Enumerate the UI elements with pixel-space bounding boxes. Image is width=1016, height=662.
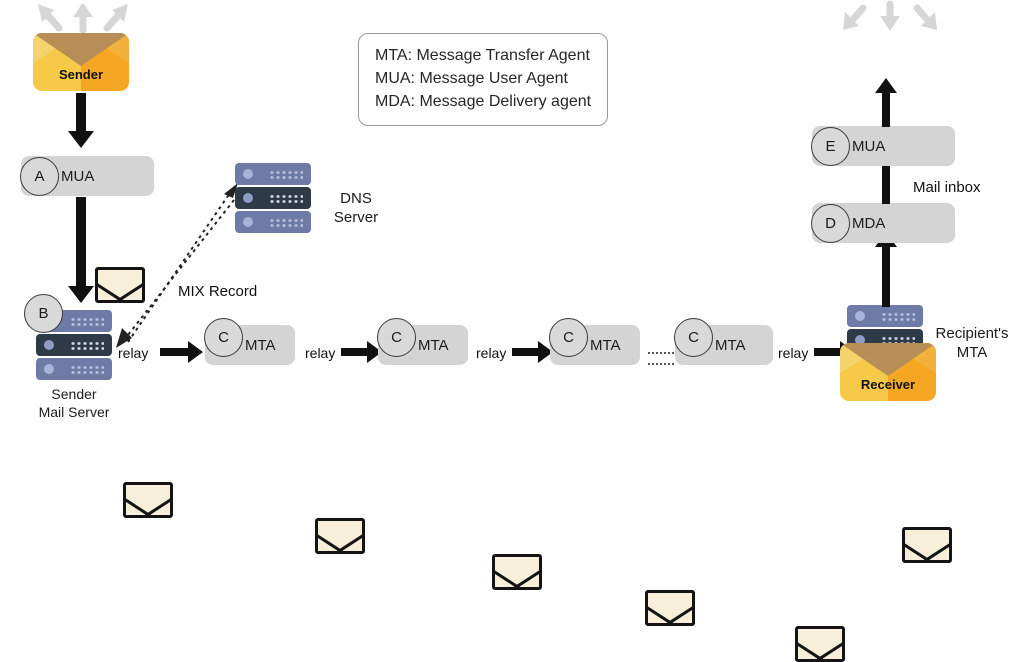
badge-c-2-text: C bbox=[391, 329, 402, 346]
relay-label-2: relay bbox=[305, 345, 336, 361]
badge-c-1-text: C bbox=[218, 329, 229, 346]
mta-chain-ellipsis-top bbox=[648, 352, 674, 354]
server-recipient-mta-caption: Recipient's MTA bbox=[926, 325, 1016, 363]
mail-icon-1 bbox=[95, 267, 145, 303]
server-row bbox=[847, 305, 923, 327]
mail-icon-4 bbox=[492, 554, 542, 590]
badge-c-4: C bbox=[674, 318, 713, 357]
server-row bbox=[235, 187, 311, 209]
server-dns[interactable] bbox=[235, 163, 311, 235]
caption-line-2: MTA bbox=[956, 343, 988, 361]
caption-line-2: Mail Server bbox=[38, 403, 110, 420]
badge-a: A bbox=[20, 157, 59, 196]
mail-icon-6 bbox=[795, 626, 845, 662]
envelope-flap bbox=[840, 343, 936, 376]
dns-query-arrows bbox=[112, 178, 242, 348]
badge-c-3: C bbox=[549, 318, 588, 357]
badge-a-text: A bbox=[34, 168, 45, 185]
caption-line-2: Server bbox=[333, 208, 379, 226]
label-mail-inbox: Mail inbox bbox=[913, 179, 981, 196]
caption-line-1: DNS bbox=[340, 190, 372, 207]
sender-envelope: Sender bbox=[33, 33, 129, 91]
legend-line-mua: MUA: Message User Agent bbox=[375, 70, 568, 88]
badge-b: B bbox=[24, 294, 63, 333]
badge-e: E bbox=[811, 127, 850, 166]
envelope-flap bbox=[33, 33, 129, 66]
node-mua-receiver-label: MUA bbox=[852, 137, 886, 155]
receiver-label: Receiver bbox=[860, 377, 916, 392]
relay-label-4: relay bbox=[778, 345, 809, 361]
server-dns-caption: DNS Server bbox=[318, 190, 394, 228]
node-mda-label: MDA bbox=[852, 214, 886, 232]
mail-icon-2 bbox=[123, 482, 173, 518]
relay-label-1: relay bbox=[118, 345, 149, 361]
server-row bbox=[36, 358, 112, 380]
caption-line-1: Recipient's bbox=[935, 325, 1009, 342]
mail-icon-3 bbox=[315, 518, 365, 554]
node-mta-4-label: MTA bbox=[715, 336, 746, 354]
badge-d: D bbox=[811, 204, 850, 243]
server-row bbox=[235, 163, 311, 185]
server-row bbox=[36, 334, 112, 356]
badge-b-text: B bbox=[38, 305, 49, 322]
node-mua-sender-label: MUA bbox=[61, 167, 95, 185]
mail-icon-5 bbox=[645, 590, 695, 626]
sender-label: Sender bbox=[58, 67, 104, 82]
receiver-hint-arrows bbox=[841, 0, 939, 32]
node-mta-1-label: MTA bbox=[245, 336, 276, 354]
sender-hint-arrows bbox=[34, 2, 132, 34]
badge-c-3-text: C bbox=[563, 329, 574, 346]
legend-line-mta: MTA: Message Transfer Agent bbox=[375, 47, 590, 64]
caption-line-1: Sender bbox=[51, 386, 97, 402]
node-mta-3-label: MTA bbox=[590, 336, 621, 354]
badge-d-text: D bbox=[825, 215, 836, 232]
legend-box: MTA: Message Transfer Agent MUA: Message… bbox=[358, 33, 609, 126]
badge-c-1: C bbox=[204, 318, 243, 357]
relay-label-3: relay bbox=[476, 345, 507, 361]
node-mta-2-label: MTA bbox=[418, 336, 449, 354]
legend-line-mda: MDA: Message Delivery agent bbox=[375, 93, 592, 111]
badge-e-text: E bbox=[825, 138, 836, 155]
badge-c-4-text: C bbox=[688, 329, 699, 346]
badge-c-2: C bbox=[377, 318, 416, 357]
receiver-envelope: Receiver bbox=[840, 343, 936, 401]
mail-icon-7 bbox=[902, 527, 952, 563]
server-sender-mail-caption: Sender Mail Server bbox=[14, 386, 134, 421]
mta-chain-ellipsis-bottom bbox=[648, 363, 674, 365]
label-mix-record: MIX Record bbox=[178, 283, 258, 300]
server-row bbox=[235, 211, 311, 233]
